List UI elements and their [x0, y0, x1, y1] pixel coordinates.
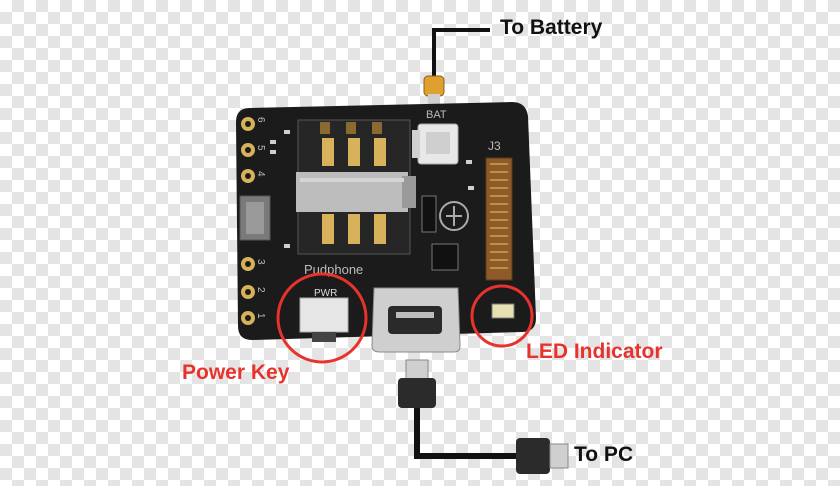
pin-number: 4	[255, 171, 266, 177]
led-indicator-circle	[470, 284, 534, 348]
pin-number: 1	[255, 313, 266, 319]
pin-number: 5	[255, 145, 266, 151]
label-led-indicator: LED Indicator	[526, 340, 663, 363]
pin-number: 6	[255, 117, 266, 123]
pin-number: 3	[255, 259, 266, 265]
board-logo	[439, 201, 469, 231]
pin-number: 2	[255, 287, 266, 293]
sim-card-holder	[296, 119, 416, 255]
pc-plug-tip	[549, 443, 569, 469]
power-button-actuator[interactable]	[312, 332, 336, 342]
label-power-key: Power Key	[182, 361, 290, 384]
j3-silkscreen: J3	[488, 139, 501, 153]
pc-plug-body	[516, 438, 550, 474]
usb-plug-body	[398, 378, 436, 408]
label-to-battery: To Battery	[500, 16, 603, 39]
label-to-pc: To PC	[574, 443, 634, 466]
small-chip	[421, 195, 437, 233]
fpc-connector-j3	[485, 157, 513, 281]
pwr-silkscreen: PWR	[314, 288, 337, 299]
power-key-circle	[276, 272, 368, 364]
bat-silkscreen: BAT	[426, 109, 447, 121]
led	[491, 303, 515, 319]
small-chip	[431, 243, 459, 271]
battery-connector-cap	[423, 75, 445, 97]
battery-wire	[432, 28, 490, 86]
usb-plug-tip	[405, 359, 429, 381]
usb-cable	[414, 408, 518, 459]
pin-header-left	[241, 117, 255, 325]
micro-usb-port	[371, 287, 461, 353]
power-button[interactable]	[299, 297, 349, 333]
